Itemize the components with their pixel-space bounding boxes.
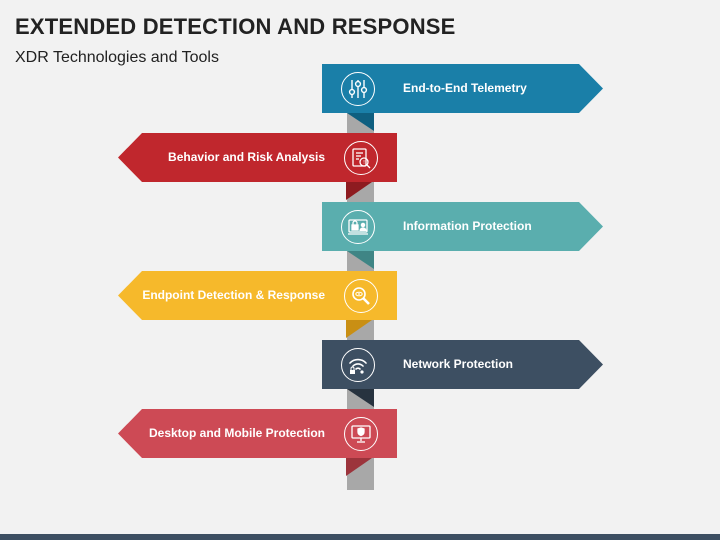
- risk-analysis-icon: !: [344, 141, 378, 175]
- sign-behavior-and-risk-analysis: ! Behavior and Risk Analysis: [118, 133, 398, 200]
- sign-shape: [322, 340, 603, 407]
- sign-label: End-to-End Telemetry: [403, 81, 527, 95]
- page-title: EXTENDED DETECTION AND RESPONSE: [15, 14, 456, 39]
- sign-label: Desktop and Mobile Protection: [148, 426, 325, 440]
- sign-information-protection: Information Protection: [322, 202, 604, 269]
- sign-end-to-end-telemetry: End-to-End Telemetry: [322, 64, 604, 131]
- svg-text:!: !: [363, 160, 365, 166]
- sign-endpoint-detection-response: Endpoint Detection & Response: [118, 271, 398, 338]
- sign-shape: [118, 133, 397, 200]
- sign-label: Information Protection: [403, 219, 532, 233]
- lock-user-icon: [341, 210, 375, 244]
- sign-network-protection: Network Protection: [322, 340, 604, 407]
- sign-shape: [322, 64, 603, 131]
- sign-label: Endpoint Detection & Response: [142, 288, 325, 302]
- footer-bar: [0, 534, 720, 540]
- page-subtitle: XDR Technologies and Tools: [15, 49, 219, 66]
- sign-shape: [118, 409, 397, 476]
- wifi-lock-icon: [341, 348, 375, 382]
- sliders-icon: [341, 72, 375, 106]
- sign-desktop-and-mobile-protection: Desktop and Mobile Protection: [118, 409, 398, 476]
- magnifier-icon: [344, 279, 378, 313]
- sign-label: Network Protection: [403, 357, 514, 371]
- sign-shape: [322, 202, 603, 269]
- sign-label: Behavior and Risk Analysis: [168, 150, 325, 164]
- sign-shape: [118, 271, 397, 338]
- monitor-shield-icon: [344, 417, 378, 451]
